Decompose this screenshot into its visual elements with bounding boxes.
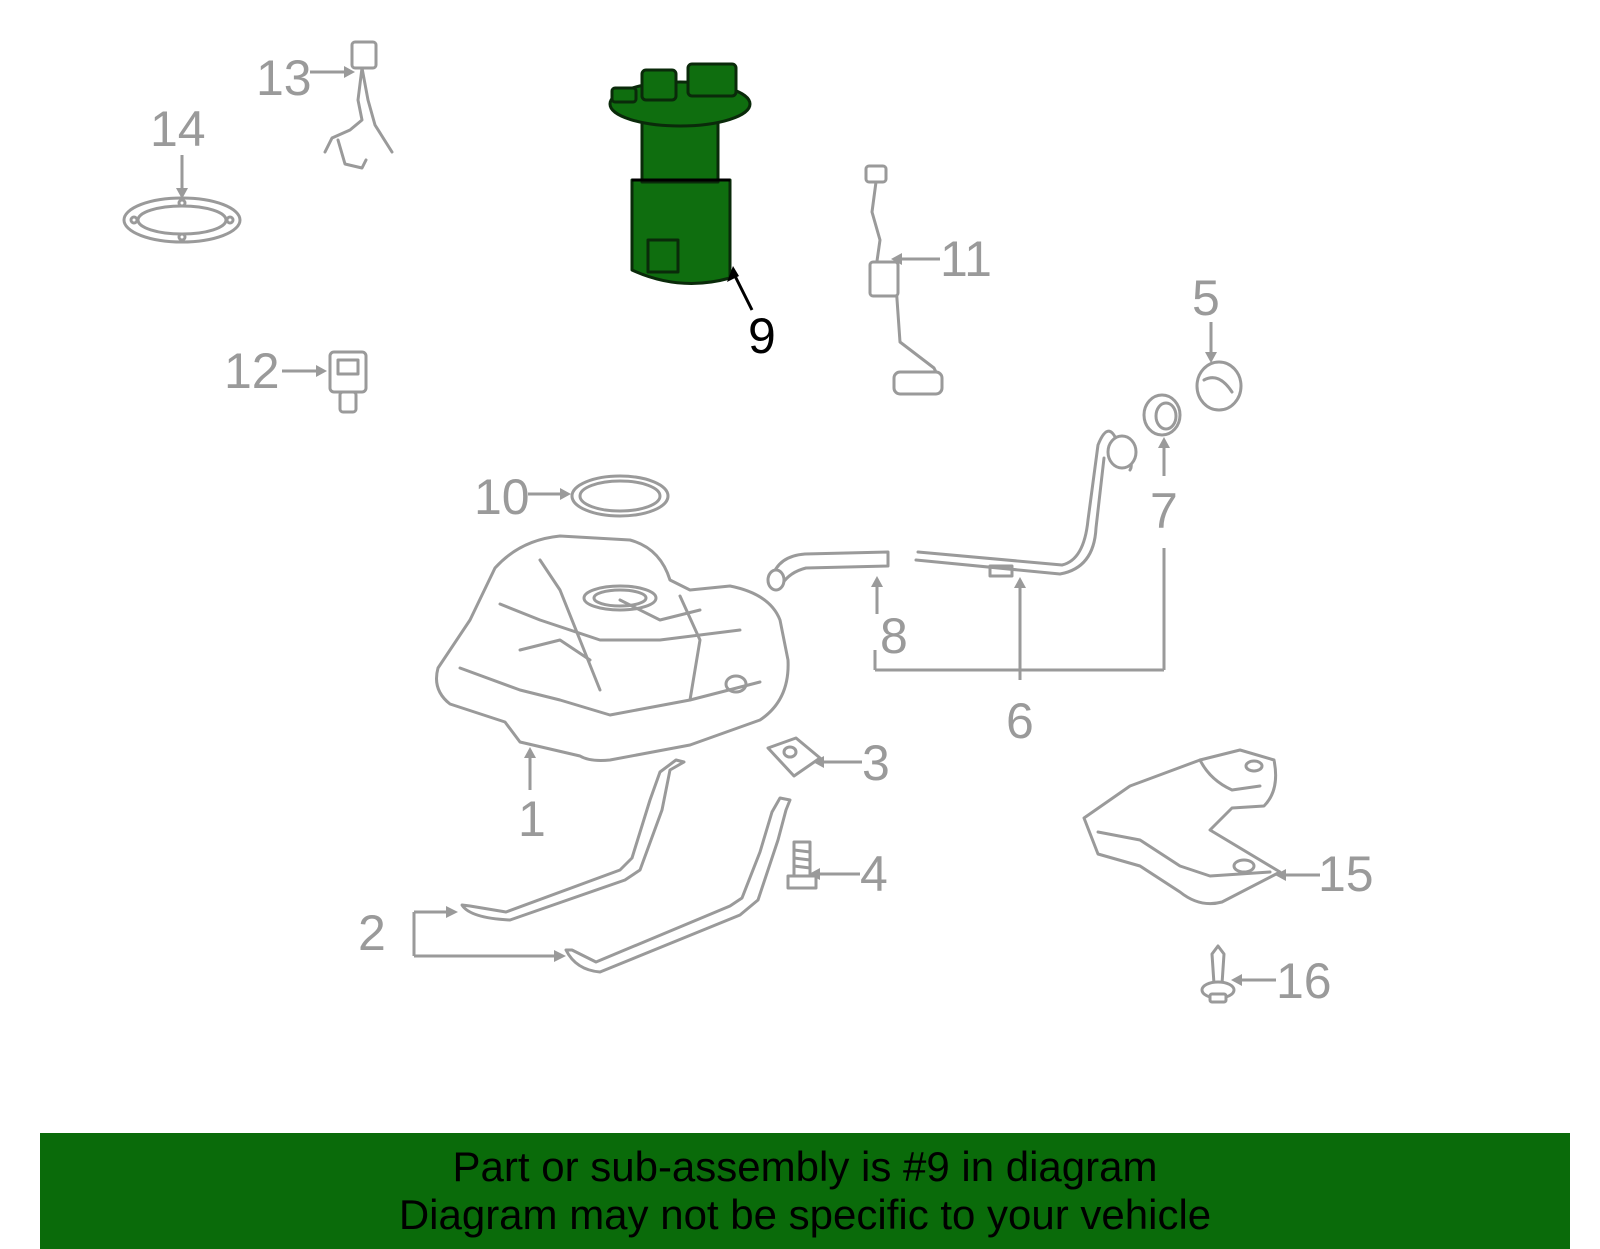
- part-5-cap[interactable]: [1195, 360, 1243, 412]
- callout-13: 13: [256, 50, 312, 106]
- banner-line-1: Part or sub-assembly is #9 in diagram: [452, 1143, 1158, 1190]
- callout-1: 1: [518, 791, 546, 847]
- part-7-seal[interactable]: [1142, 393, 1182, 437]
- callout-8: 8: [880, 608, 908, 664]
- part-14-gasket[interactable]: [122, 196, 242, 244]
- part-1-fuel-tank[interactable]: [435, 534, 790, 762]
- callout-5: 5: [1192, 270, 1220, 326]
- callout-4: 4: [860, 846, 888, 902]
- part-11-sender[interactable]: [864, 164, 944, 396]
- part-10-seal[interactable]: [570, 474, 670, 518]
- part-16-push-pin[interactable]: [1200, 944, 1236, 1004]
- callout-16: 16: [1276, 953, 1332, 1009]
- part-3-bracket[interactable]: [766, 736, 822, 778]
- callout-15: 15: [1318, 846, 1374, 902]
- part-12-connector[interactable]: [328, 350, 368, 414]
- callout-11: 11: [940, 231, 992, 287]
- part-13-harness[interactable]: [323, 40, 394, 170]
- part-2-straps[interactable]: [460, 758, 792, 974]
- callout-6: 6: [1006, 693, 1034, 749]
- callout-9: 9: [748, 308, 776, 364]
- callout-12: 12: [224, 343, 280, 399]
- callout-14: 14: [150, 101, 206, 157]
- info-banner: Part or sub-assembly is #9 in diagram Di…: [40, 1133, 1570, 1249]
- callout-2: 2: [358, 905, 386, 961]
- parts-diagram: 14 13 12 9 11 5: [122, 40, 1374, 1009]
- part-15-shield[interactable]: [1082, 748, 1282, 906]
- callout-10: 10: [474, 469, 530, 525]
- callout-3: 3: [862, 735, 890, 791]
- callout-7: 7: [1150, 483, 1178, 539]
- part-6-filler-pipe[interactable]: [914, 429, 1138, 578]
- part-4-bolt[interactable]: [786, 840, 818, 890]
- part-8-hose[interactable]: [766, 550, 890, 592]
- part-9-fuel-pump-module[interactable]: [608, 62, 752, 285]
- banner-line-2: Diagram may not be specific to your vehi…: [398, 1191, 1212, 1238]
